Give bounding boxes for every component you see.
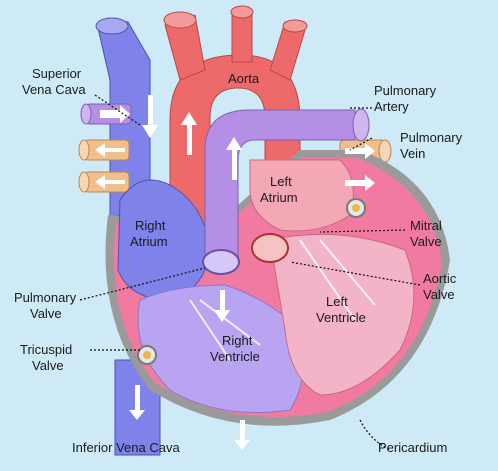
- flow-arrows: [95, 95, 375, 450]
- left-ventricle: [269, 233, 415, 396]
- valves: [137, 198, 366, 365]
- label-superior-vena-cava: Superior Vena Cava: [22, 66, 86, 97]
- label-right-atrium: Right Atrium: [130, 218, 169, 249]
- aortic-valve-shape: [251, 233, 289, 263]
- label-pericardium: Pericardium: [378, 440, 447, 455]
- label-right-ventricle: Right Ventricle: [210, 333, 260, 364]
- aorta: [163, 5, 308, 231]
- label-aorta: Aorta: [228, 71, 260, 86]
- pulmonary-valve-shape: [202, 249, 240, 275]
- leader-lines: [79, 94, 421, 451]
- label-tricuspid-valve: Tricuspid Valve: [20, 342, 76, 373]
- label-pulmonary-valve: Pulmonary Valve: [14, 290, 80, 321]
- label-left-ventricle: Left Ventricle: [316, 294, 366, 325]
- label-mitral-valve: Mitral Valve: [410, 218, 445, 249]
- label-inferior-vena-cava: Inferior Vena Cava: [72, 440, 180, 455]
- label-left-atrium: Left Atrium: [260, 174, 298, 205]
- label-pulmonary-artery: Pulmonary Artery: [374, 83, 440, 114]
- label-aortic-valve: Aortic Valve: [423, 271, 460, 302]
- right-ventricle: [137, 284, 304, 413]
- label-pulmonary-vein: Pulmonary Vein: [400, 130, 466, 161]
